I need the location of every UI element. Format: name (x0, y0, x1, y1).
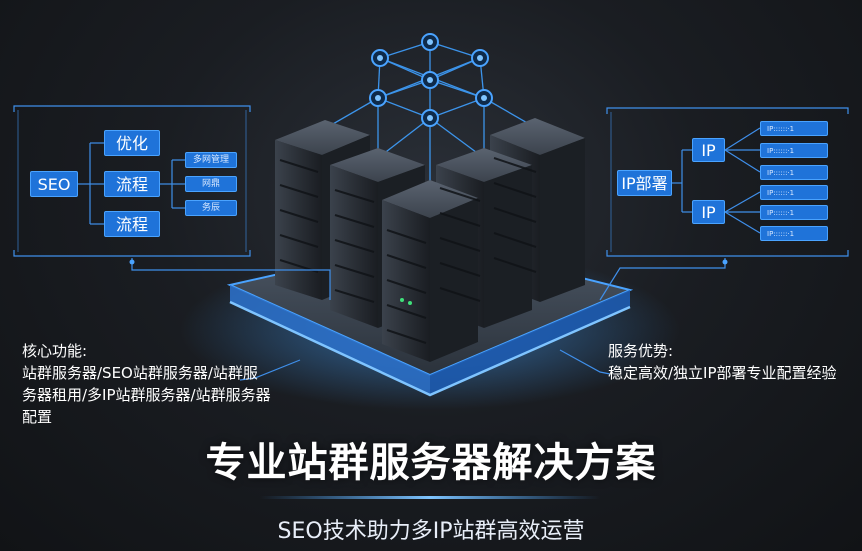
core-functions-text: 站群服务器/SEO站群服务器/站群服务器租用/多IP站群服务器/站群服务器配置 (22, 364, 271, 426)
ip-branch-node-2: IP (692, 200, 725, 224)
node-label: IP部署 (621, 174, 668, 193)
node-label: 务辰 (201, 203, 220, 213)
node-label: IP::::::·1 (767, 189, 795, 197)
leaf-node-3: 务辰 (185, 200, 237, 216)
core-functions-title: 核心功能: (22, 342, 88, 360)
node-label: 多网管理 (192, 155, 229, 165)
ip-deploy-root-node: IP部署 (617, 170, 672, 196)
node-label: SEO (37, 175, 71, 194)
node-label: IP (701, 203, 716, 222)
subtitle: SEO技术助力多IP站群高效运营 (277, 519, 585, 544)
ip-leaf-5: IP::::::·1 (760, 205, 828, 220)
node-label: IP::::::·1 (767, 169, 795, 177)
node-label: IP::::::·1 (767, 209, 795, 217)
ip-leaf-6: IP::::::·1 (760, 226, 828, 241)
node-label: IP (701, 141, 716, 160)
node-label: IP::::::·1 (767, 230, 795, 238)
node-label: 流程 (115, 175, 148, 194)
ip-leaf-1: IP::::::·1 (760, 121, 828, 136)
branch-node-process-2: 流程 (104, 211, 160, 237)
leaf-node-1: 多网管理 (185, 152, 237, 168)
service-advantage-title: 服务优势: (608, 342, 674, 360)
ip-leaf-2: IP::::::·1 (760, 143, 828, 158)
branch-node-process-1: 流程 (104, 171, 160, 197)
leaf-node-2: 网鼎 (185, 176, 237, 192)
node-label: IP::::::·1 (767, 125, 795, 133)
ip-leaf-3: IP::::::·1 (760, 165, 828, 180)
seo-root-node: SEO (30, 171, 78, 197)
node-label: 优化 (115, 134, 148, 153)
main-title: 专业站群服务器解决方案 (205, 440, 657, 486)
node-label: 网鼎 (201, 179, 220, 189)
ip-leaf-4: IP::::::·1 (760, 185, 828, 200)
branch-node-optimize: 优化 (104, 130, 160, 156)
service-advantage-text: 稳定高效/独立IP部署专业配置经验 (608, 364, 837, 382)
node-label: IP::::::·1 (767, 147, 795, 155)
node-label: 流程 (115, 215, 148, 234)
ip-branch-node-1: IP (692, 138, 725, 162)
